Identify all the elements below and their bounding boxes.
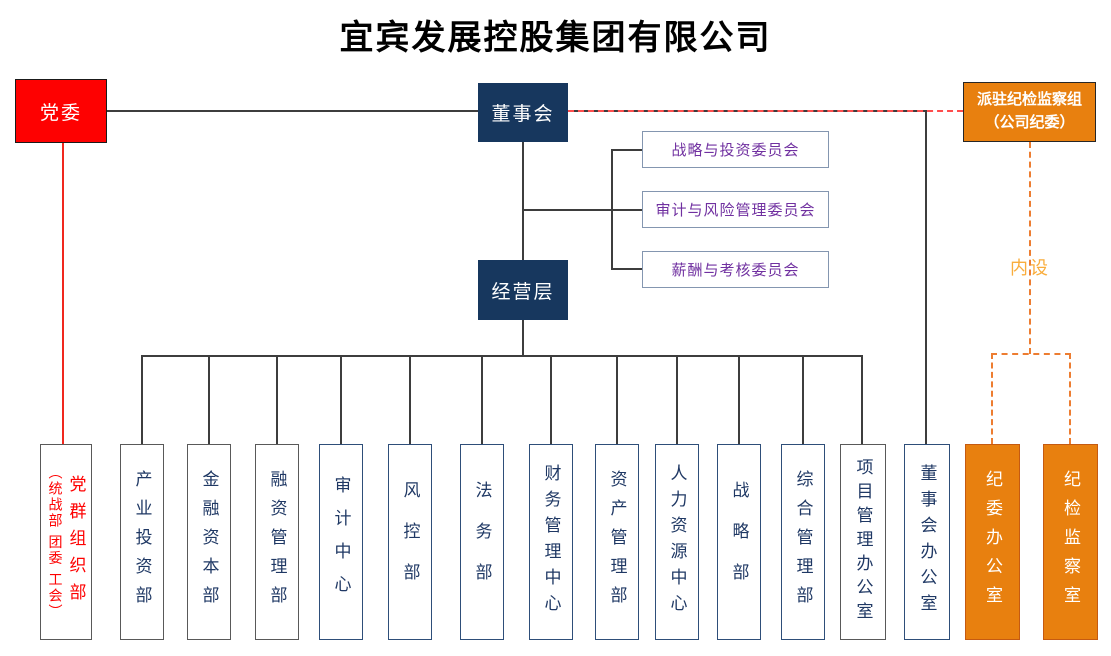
- dept-board-office: 董事会办公室: [904, 444, 950, 640]
- node-label-line2: （公司纪委）: [984, 115, 1075, 131]
- dept-label: 融资管理部: [267, 469, 287, 615]
- dept-label: 审计中心: [331, 476, 351, 608]
- connector-drop-5: [409, 355, 411, 444]
- dept-hr-center: 人力资源中心: [655, 444, 699, 640]
- connector-committee-stub-3: [611, 268, 642, 270]
- connector-party-board: [107, 110, 478, 112]
- connector-drop-4: [340, 355, 342, 444]
- dept-risk-control: 风控部: [388, 444, 432, 640]
- dept-label: 人力资源中心: [667, 464, 687, 620]
- connector-drop-7: [550, 355, 552, 444]
- dept-party-mass-organization: 党群组织部 （统战部 团委 工会）: [40, 444, 92, 640]
- committee-audit-risk: 审计与风险管理委员会: [642, 191, 829, 228]
- dept-asset-management: 资产管理部: [595, 444, 639, 640]
- chart-title: 宜宾发展控股集团有限公司: [339, 20, 772, 57]
- node-board-of-directors: 董事会: [478, 83, 568, 142]
- connector-board-management: [522, 142, 524, 260]
- connector-committee-stub-1: [611, 149, 642, 151]
- internal-setup-label: 内设: [1010, 258, 1050, 278]
- dept-label: 项目管理办公室: [853, 458, 873, 626]
- dept-label: 法务部: [472, 480, 492, 604]
- dept-label: 金融资本部: [199, 469, 219, 615]
- dept-label: 纪委办公室: [983, 469, 1002, 615]
- connector-drop-11: [802, 355, 804, 444]
- connector-discipline-dashed-right: [1069, 353, 1071, 444]
- dept-label: 资产管理部: [607, 469, 627, 615]
- dept-industry-investment: 产业投资部: [120, 444, 164, 640]
- connector-drop-6: [481, 355, 483, 444]
- connector-drop-9: [676, 355, 678, 444]
- connector-party-partydept-red: [62, 143, 64, 444]
- connector-drop-12: [861, 355, 863, 444]
- connector-board-boardoffice-vertical: [925, 110, 927, 444]
- dept-label: 财务管理中心: [541, 464, 561, 620]
- connector-drop-1: [141, 355, 143, 444]
- committee-label: 战略与投资委员会: [671, 143, 800, 159]
- connector-discipline-dashed-left: [991, 353, 993, 444]
- connector-drop-10: [738, 355, 740, 444]
- dept-label: 纪检监察室: [1061, 469, 1080, 615]
- connector-drop-2: [208, 355, 210, 444]
- node-label: 董事会: [491, 104, 555, 125]
- connector-committee-stub-2: [611, 209, 642, 211]
- connector-drop-3: [276, 355, 278, 444]
- committee-compensation-assessment: 薪酬与考核委员会: [642, 251, 829, 288]
- dept-general-management: 综合管理部: [781, 444, 825, 640]
- dept-project-management-office: 项目管理办公室: [840, 444, 886, 640]
- node-discipline-inspection-group: 派驻纪检监察组 （公司纪委）: [963, 82, 1096, 142]
- dept-financing-management: 融资管理部: [255, 444, 299, 640]
- dept-label: 产业投资部: [132, 469, 152, 615]
- connector-management-bus-feed: [522, 320, 524, 356]
- connector-committee-branch: [522, 209, 612, 211]
- dept-label: 董事会办公室: [917, 464, 937, 620]
- node-label-line1: 派驻纪检监察组: [976, 91, 1082, 108]
- node-label: 派驻纪检监察组 （公司纪委）: [977, 89, 1082, 136]
- committee-label: 薪酬与考核委员会: [671, 263, 800, 279]
- connector-discipline-dashed-vertical: [1029, 142, 1031, 354]
- dept-discipline-committee-office: 纪委办公室: [965, 444, 1020, 640]
- committee-strategy-investment: 战略与投资委员会: [642, 131, 829, 168]
- connector-board-discipline-dashed: [568, 110, 963, 112]
- node-label: 经营层: [491, 281, 555, 303]
- dept-label: 风控部: [400, 480, 420, 604]
- node-management-layer: 经营层: [478, 260, 568, 320]
- dept-financial-capital: 金融资本部: [187, 444, 231, 640]
- dept-sublabel: （统战部 团委 工会）: [46, 464, 62, 620]
- dept-label: 综合管理部: [793, 469, 813, 615]
- node-label: 党委: [39, 102, 82, 124]
- dept-discipline-inspection-office: 纪检监察室: [1043, 444, 1098, 640]
- dept-strategy: 战略部: [717, 444, 761, 640]
- dept-finance-management-center: 财务管理中心: [529, 444, 573, 640]
- node-party-committee: 党委: [15, 79, 107, 143]
- dept-audit-center: 审计中心: [319, 444, 363, 640]
- dept-label: 党群组织部: [66, 474, 86, 610]
- dept-label: 战略部: [729, 480, 749, 604]
- connector-drop-8: [616, 355, 618, 444]
- connector-discipline-dashed-horizontal: [991, 353, 1071, 355]
- connector-department-bus: [142, 355, 863, 357]
- committee-label: 审计与风险管理委员会: [655, 203, 816, 219]
- dept-legal-affairs: 法务部: [460, 444, 504, 640]
